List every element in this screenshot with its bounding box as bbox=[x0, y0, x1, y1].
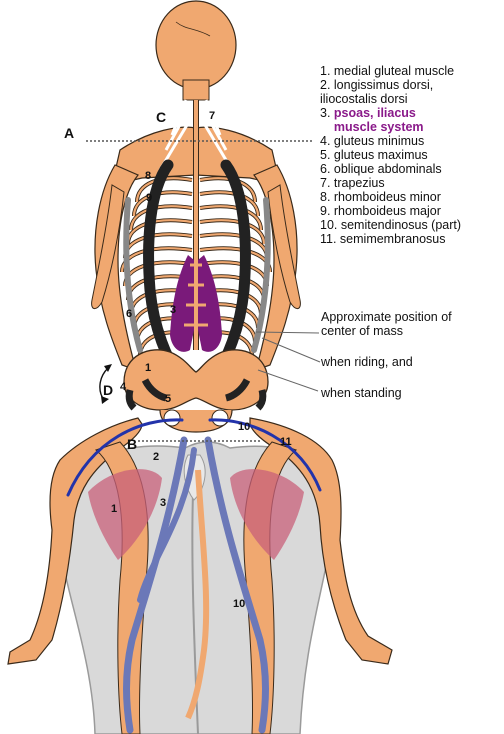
muscle-legend: 1. medial gluteal muscle 2. longissimus … bbox=[320, 64, 504, 246]
legend-item: 10. semitendinosus (part) bbox=[320, 218, 504, 232]
num-2: 2 bbox=[153, 451, 159, 463]
num-3-psoas: 3 bbox=[170, 304, 176, 316]
num-3-horse: 3 bbox=[160, 497, 166, 509]
legend-item: 1. medial gluteal muscle bbox=[320, 64, 504, 78]
label-a: A bbox=[64, 125, 74, 141]
num-11: 11 bbox=[280, 436, 292, 448]
legend-item: 2. longissimus dorsi, bbox=[320, 78, 504, 92]
legend-item: 6. oblique abdominals bbox=[320, 162, 504, 176]
label-b: B bbox=[127, 436, 137, 452]
legend-item: 5. gluteus maximus bbox=[320, 148, 504, 162]
num-10-leg: 10 bbox=[233, 598, 245, 610]
legend-item: 7. trapezius bbox=[320, 176, 504, 190]
com-line-1: Approximate position of bbox=[321, 310, 452, 324]
rib-right bbox=[200, 248, 270, 272]
num-5: 5 bbox=[165, 393, 171, 405]
num-4: 4 bbox=[120, 381, 127, 393]
num-7: 7 bbox=[209, 110, 215, 122]
num-8: 8 bbox=[145, 170, 151, 182]
num-6: 6 bbox=[126, 308, 132, 320]
num-10-top: 10 bbox=[238, 421, 250, 433]
legend-item: 11. semimembranosus bbox=[320, 232, 504, 246]
label-d: D bbox=[103, 382, 113, 398]
com-title: Approximate position of center of mass bbox=[321, 310, 452, 338]
skeleton bbox=[92, 1, 301, 370]
legend-item: 4. gluteus minimus bbox=[320, 134, 504, 148]
com-standing: when standing bbox=[321, 386, 402, 400]
num-1-horse: 1 bbox=[111, 503, 117, 515]
com-line-2: center of mass bbox=[321, 324, 452, 338]
legend-item-highlight: muscle system bbox=[320, 120, 504, 134]
legend-item: 9. rhomboideus major bbox=[320, 204, 504, 218]
rib-left bbox=[122, 248, 192, 272]
legend-item: 8. rhomboideus minor bbox=[320, 190, 504, 204]
num-9: 9 bbox=[146, 192, 152, 204]
legend-item-highlight: 3. psoas, iliacus bbox=[320, 106, 504, 120]
legend-item: iliocostalis dorsi bbox=[320, 92, 504, 106]
com-riding: when riding, and bbox=[321, 355, 413, 369]
rib-right bbox=[200, 248, 270, 272]
rib-left bbox=[122, 248, 192, 272]
num-1-hip: 1 bbox=[145, 362, 151, 374]
label-c: C bbox=[156, 109, 166, 125]
